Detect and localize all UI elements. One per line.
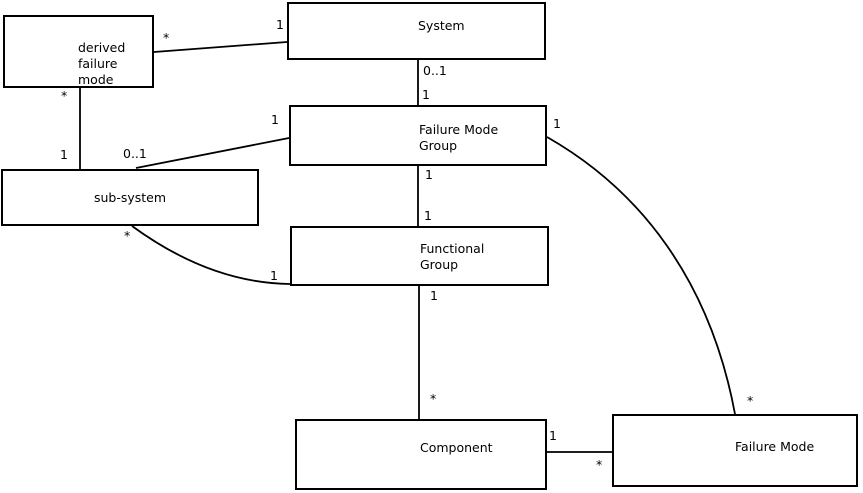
node-label-failure-mode: Failure Mode [735,439,815,454]
node-component [295,419,547,490]
edge-sub-system-failure-mode-group [135,137,290,169]
multiplicity-subsystem-end-of-derived-edge: 1 [60,147,68,162]
node-functional-group [290,226,549,286]
multiplicity-fmg-end-of-fg-edge: 1 [425,167,433,182]
multiplicity-subsystem-end-of-fmg-edge: 0..1 [123,146,147,161]
edge-derived-failure-mode-system [153,41,288,53]
multiplicity-subsystem-end-of-fg-edge: * [124,228,131,243]
multiplicity-fmg-end-of-system-edge: 1 [422,87,430,102]
node-label-system: System [418,18,465,33]
node-sub-system [1,169,259,226]
multiplicity-fmg-end-of-failuremode-edge: 1 [553,116,561,131]
multiplicity-system-end-of-derived-edge: 1 [276,17,284,32]
multiplicity-fg-end-of-fmg-edge: 1 [424,208,432,223]
node-label-component: Component [420,440,493,455]
multiplicity-component-end-of-fg-edge: * [430,391,437,406]
node-failure-mode-group [289,105,547,166]
node-label-functional-group: Functional Group [420,241,485,272]
node-failure-mode [612,414,858,487]
multiplicity-component-end-of-failuremode-edge: 1 [549,428,557,443]
multiplicity-derived-end-of-subsystem-edge: * [61,88,68,103]
multiplicity-fmg-end-of-subsystem-edge: 1 [271,112,279,127]
edge-failure-mode-group-failure-mode [546,136,736,415]
multiplicity-system-end-of-fmg-edge: 0..1 [423,63,447,78]
multiplicity-fg-end-of-subsystem-edge: 1 [270,268,278,283]
node-label-failure-mode-group: Failure Mode Group [419,122,499,153]
multiplicity-fg-end-of-component-edge: 1 [430,288,438,303]
node-system [287,2,546,60]
node-label-sub-system: sub-system [93,190,167,205]
node-derived-failure-mode [3,15,154,88]
multiplicity-failuremode-end-of-component-edge: * [596,457,603,472]
edge-sub-system-functional-group [131,225,291,285]
node-label-derived-failure-mode: derived failure mode [78,40,126,87]
multiplicity-derived-end-of-system-edge: * [163,30,170,45]
multiplicity-failuremode-end-of-fmg-edge: * [747,393,754,408]
